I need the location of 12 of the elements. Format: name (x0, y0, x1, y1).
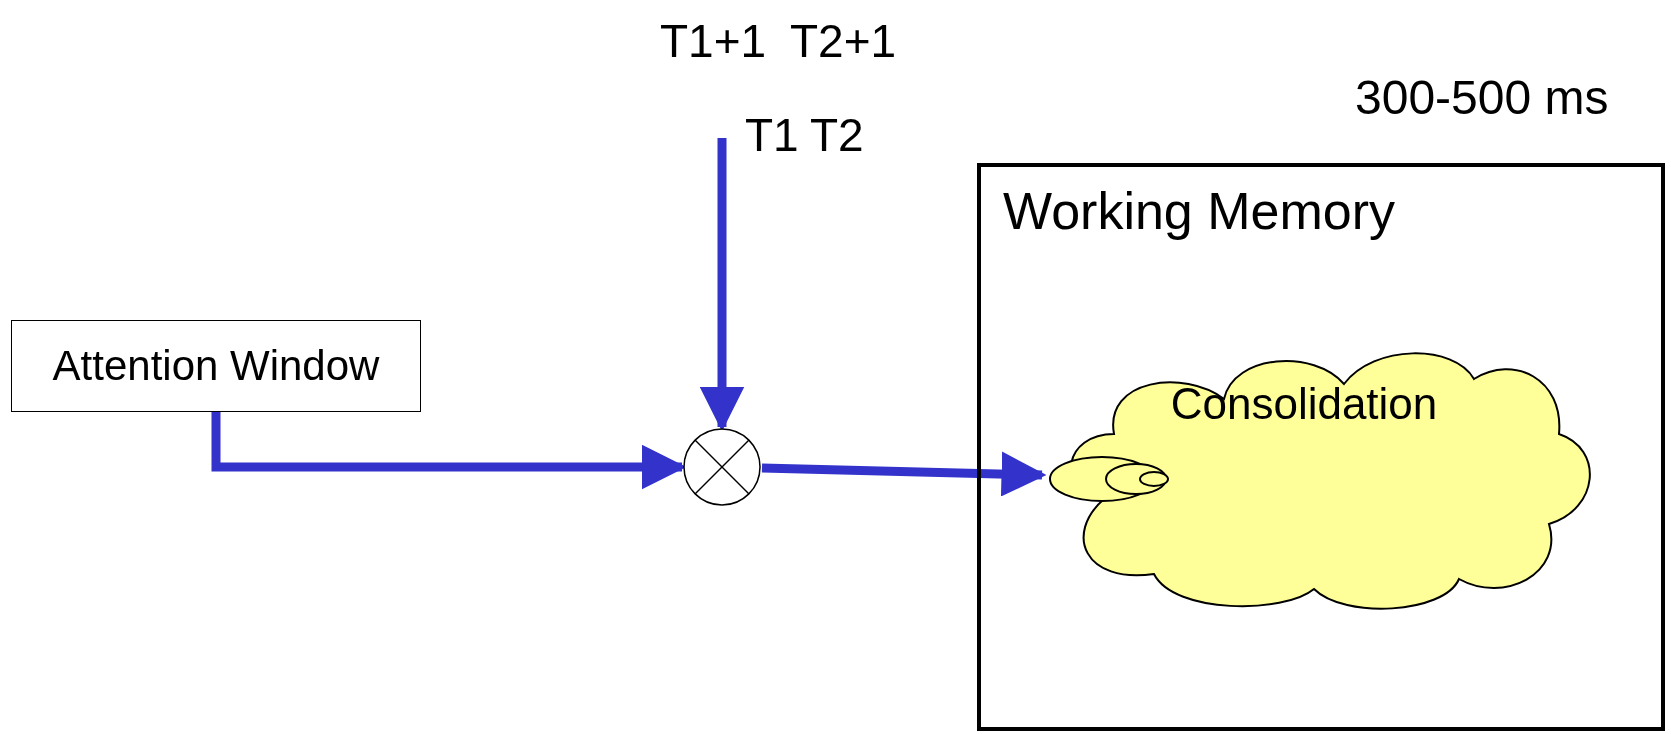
process-box (11, 320, 421, 412)
time-step-label: T1 (745, 108, 799, 162)
duration-label: 300-500 ms (1355, 70, 1609, 125)
time-step-label: T1+1 (660, 14, 767, 68)
node-label: Working Memory (1003, 181, 1395, 241)
node-label: Consolidation (1169, 379, 1439, 429)
time-step-label: T2 (810, 108, 864, 162)
node-label: Attention Window (52, 342, 380, 390)
multiplier-circle (682, 427, 762, 507)
memory-box (977, 163, 1665, 731)
arrow (761, 451, 1047, 497)
time-step-label: T2+1 (790, 14, 897, 68)
